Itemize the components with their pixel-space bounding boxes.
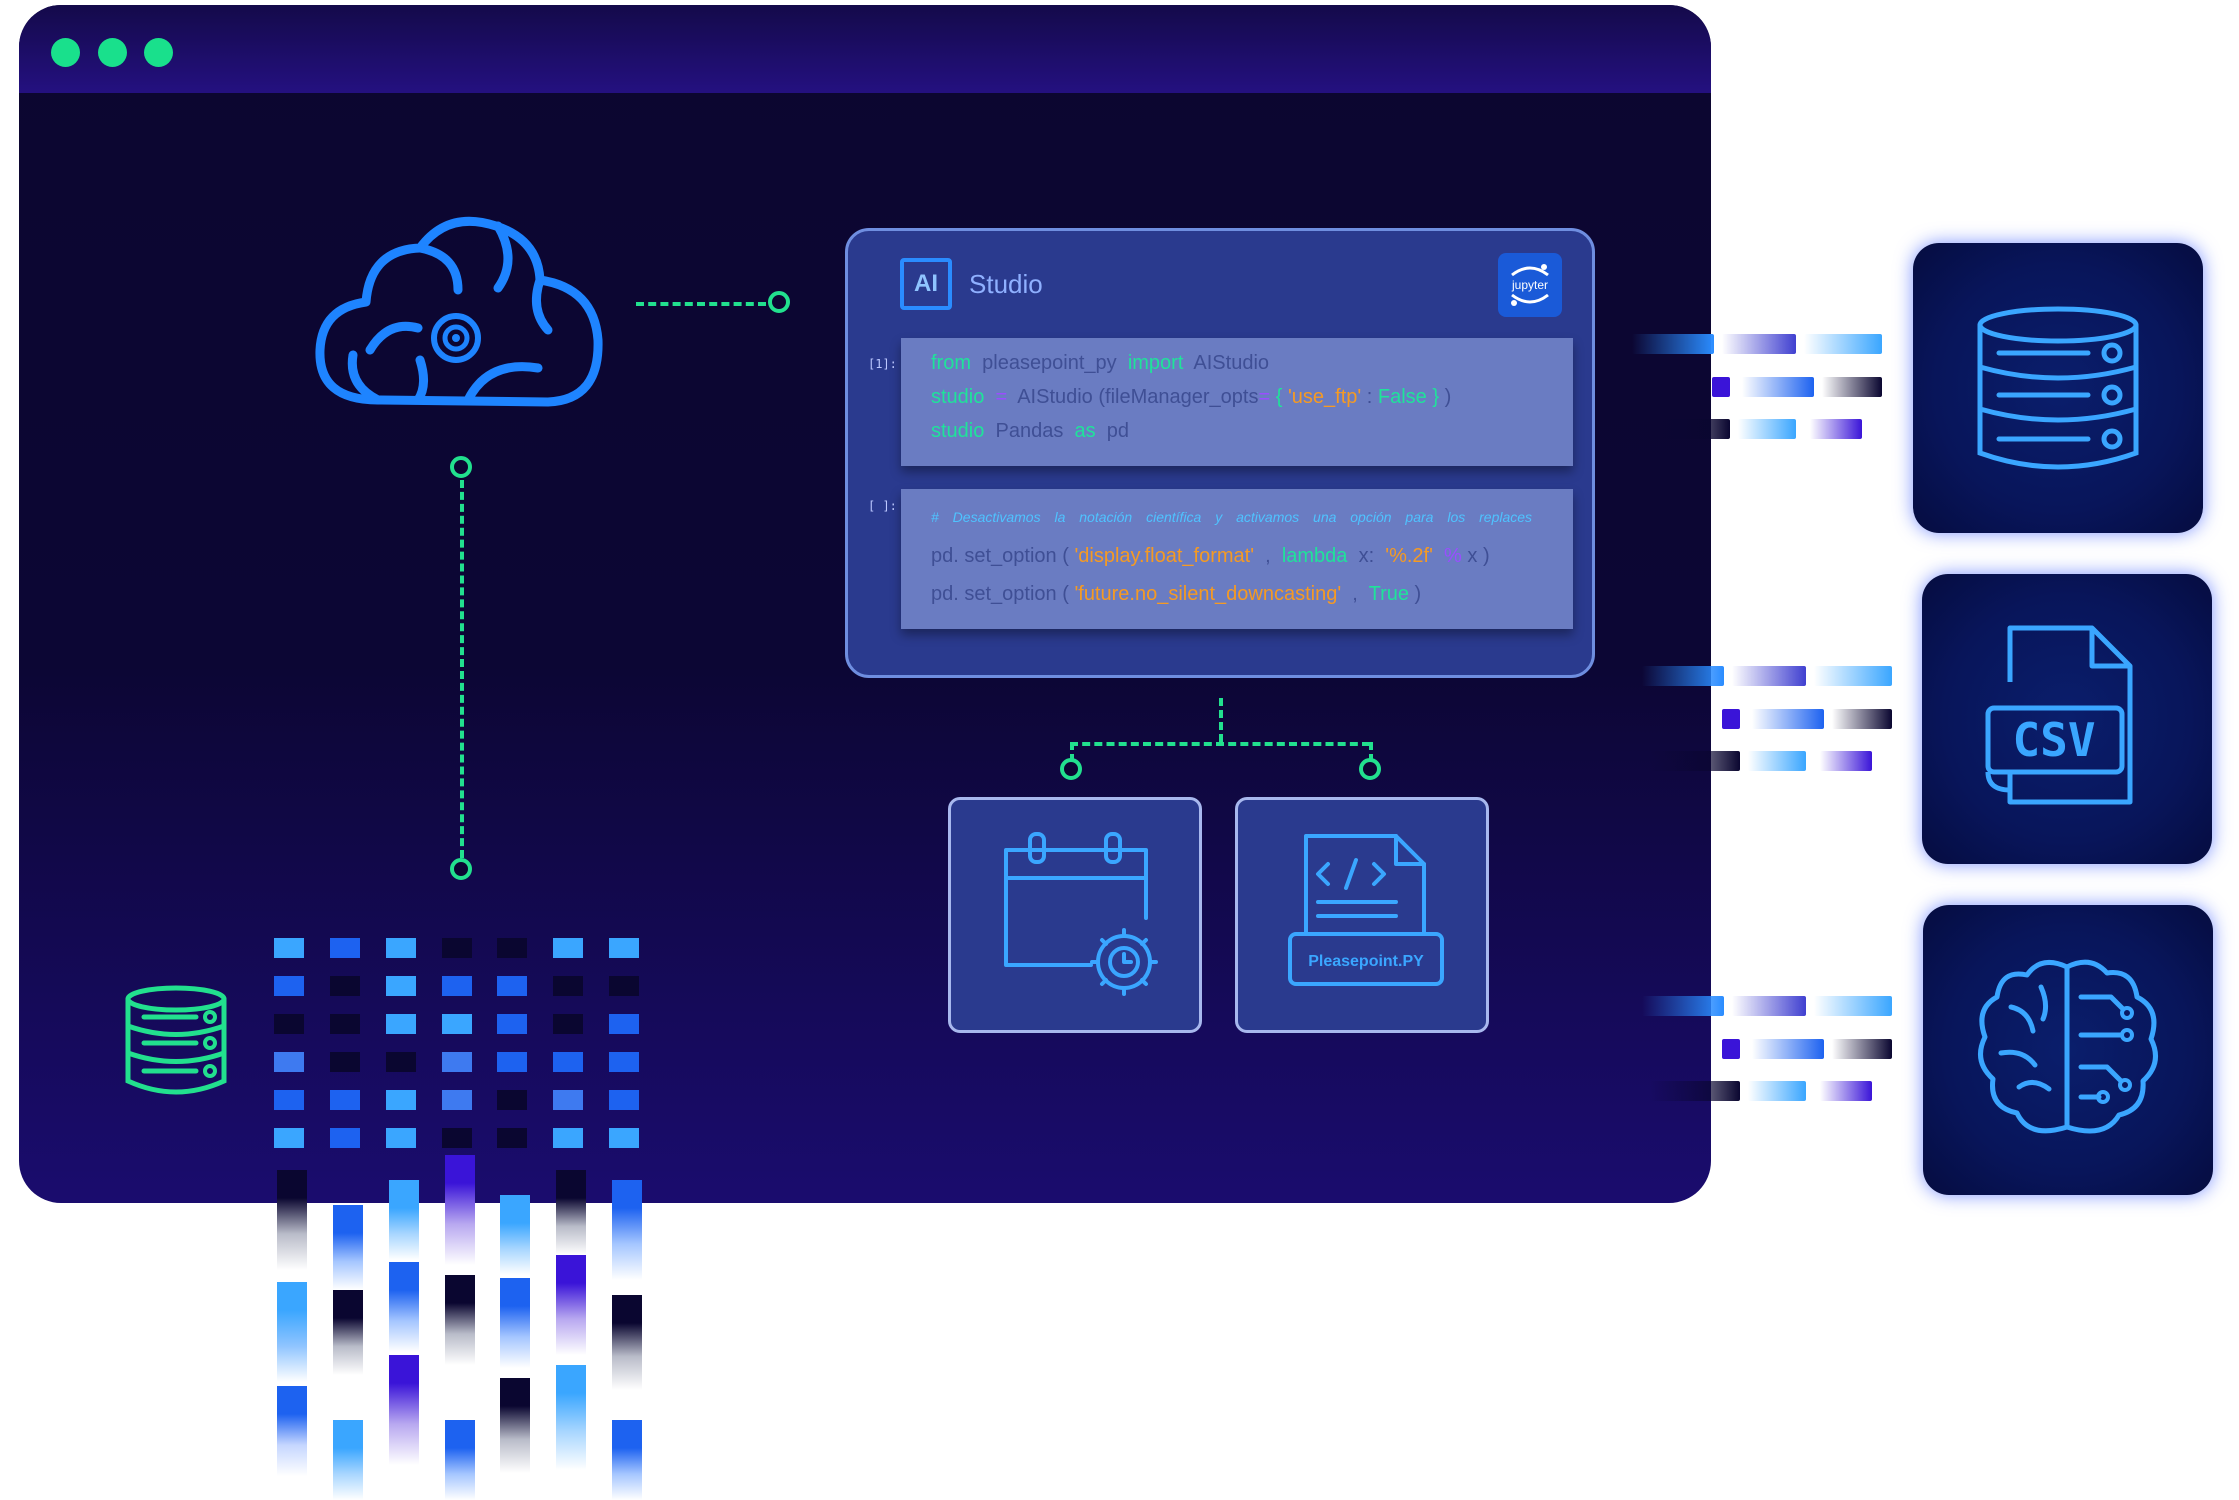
csv-file-icon: CSV [1985, 625, 2133, 805]
code-line: from pleasepoint_py import AIStudio [931, 352, 1270, 374]
close-dot[interactable] [51, 38, 80, 67]
brain-circuit-icon [1978, 959, 2158, 1134]
studio-title: Studio [969, 269, 1043, 299]
schedule-tile[interactable] [948, 797, 1202, 1033]
database-icon [125, 985, 227, 1095]
connector-dash [636, 302, 766, 306]
connector-node [450, 858, 472, 880]
database-card[interactable] [1913, 243, 2203, 533]
server-database-icon [1977, 306, 2139, 470]
jupyter-logo-icon[interactable]: jupyter [1498, 253, 1562, 317]
ai-studio-panel: AI Studio jupyter [1]: from pleasepoint_… [845, 228, 1595, 678]
title-bar [19, 5, 1711, 93]
svg-text:CSV: CSV [2012, 713, 2095, 767]
code-line: pd. set_option ( 'display.float_format' … [931, 545, 1490, 567]
minimize-dot[interactable] [98, 38, 127, 67]
code-file-icon: Pleasepoint.PY [1288, 834, 1444, 986]
connector-dash [1369, 742, 1373, 762]
code-line: studio = AIStudio (fileManager_opts= { '… [931, 386, 1452, 408]
connector-node [1060, 758, 1082, 780]
svg-text:Pleasepoint.PY: Pleasepoint.PY [1308, 953, 1424, 970]
connector-dash [1070, 742, 1074, 762]
code-cell-2[interactable]: # Desactivamos la notación científica y … [901, 489, 1573, 629]
code-cell-1[interactable]: from pleasepoint_py import AIStudio stud… [901, 338, 1573, 466]
cell-prompt: [ ]: [868, 499, 897, 513]
python-script-tile[interactable]: Pleasepoint.PY [1235, 797, 1489, 1033]
connector-node [1359, 758, 1381, 780]
connector-node [450, 456, 472, 478]
ai-brain-card[interactable] [1923, 905, 2213, 1195]
csv-card[interactable]: CSV [1922, 574, 2212, 864]
connector-node [768, 291, 790, 313]
connector-dash [1070, 742, 1370, 746]
ai-chip-icon: AI [900, 258, 952, 310]
cloud-brain-icon [315, 216, 603, 407]
connector-dash [1219, 698, 1223, 742]
connector-dash [460, 480, 464, 858]
code-comment: # Desactivamos la notación científica y … [931, 509, 1533, 525]
code-line: pd. set_option ( 'future.no_silent_downc… [931, 583, 1422, 605]
code-line: studio Pandas as pd [931, 420, 1129, 442]
calendar-gear-icon [1004, 832, 1158, 996]
svg-text:jupyter: jupyter [1511, 278, 1548, 292]
maximize-dot[interactable] [144, 38, 173, 67]
cell-prompt: [1]: [868, 357, 897, 371]
